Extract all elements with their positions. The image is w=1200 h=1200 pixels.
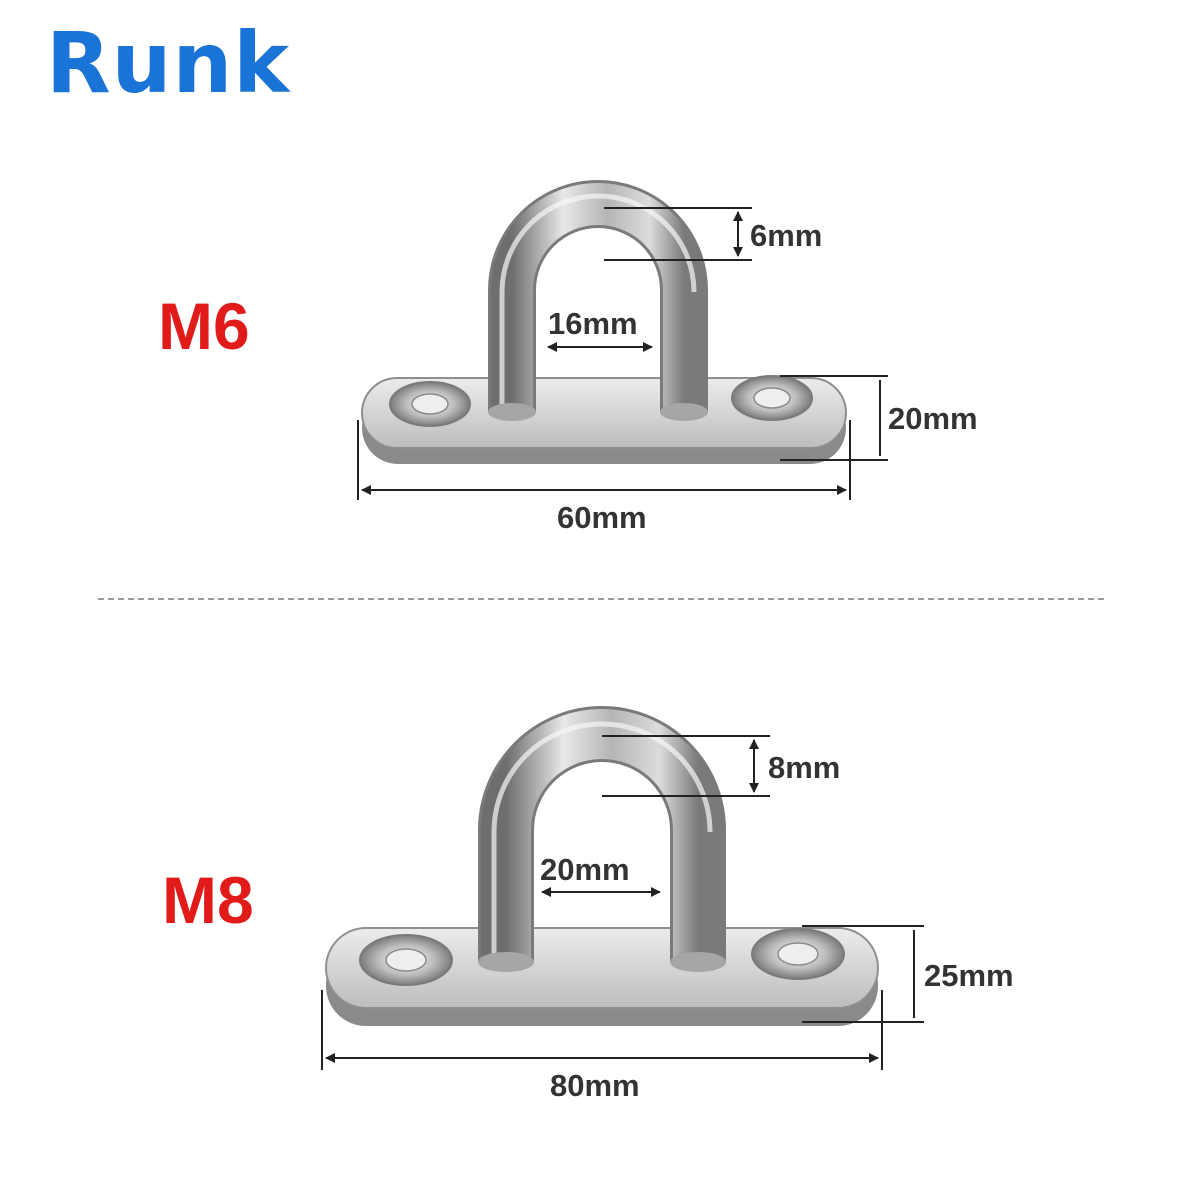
section-divider xyxy=(98,598,1104,600)
m6-base-width-label: 20mm xyxy=(888,401,978,436)
m6-wire-thickness-label: 6mm xyxy=(750,218,823,253)
m8-base-length-label: 80mm xyxy=(550,1068,640,1103)
m6-pad-eye xyxy=(361,180,847,464)
m8-dimension-lines xyxy=(321,735,924,1070)
m6-inner-width-label: 16mm xyxy=(548,306,638,341)
m8-pad-eye xyxy=(325,706,879,1026)
m6-dimension-lines xyxy=(357,207,888,500)
model-label-m6: M6 xyxy=(158,289,250,363)
m8-wire-thickness-label: 8mm xyxy=(768,750,841,785)
m6-base-length-label: 60mm xyxy=(557,500,647,535)
m8-base-width-label: 25mm xyxy=(924,958,1014,993)
m8-inner-width-label: 20mm xyxy=(540,852,630,887)
model-label-m8: M8 xyxy=(162,863,254,937)
brand-logo: Runk xyxy=(46,14,291,112)
